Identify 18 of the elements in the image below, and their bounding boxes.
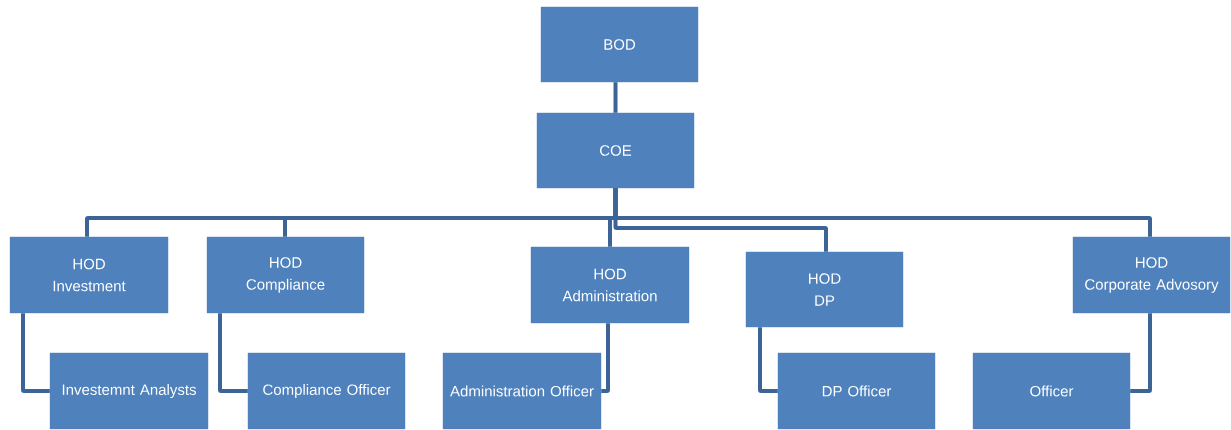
org-box: COE [536,112,695,189]
connector-line [758,327,778,393]
org-box: Administration Officer [442,352,602,430]
org-box: HOD Corporate Advosory [1072,236,1231,314]
org-box: HOD Investment [9,236,169,314]
org-box: HOD Administration [530,246,690,324]
org-box: Officer [972,352,1131,430]
org-box: HOD DP [745,251,904,328]
org-box: DP Officer [777,352,936,430]
org-box: Investemnt Analysts [49,352,209,430]
org-box: Compliance Officer [247,352,406,430]
connector-line [613,82,618,113]
connector-line [613,188,1152,237]
connector-line [21,313,50,393]
org-box: HOD Compliance [206,236,365,314]
org-box: BOD [540,6,699,83]
connector-line [218,313,248,393]
connector-line [601,323,610,393]
